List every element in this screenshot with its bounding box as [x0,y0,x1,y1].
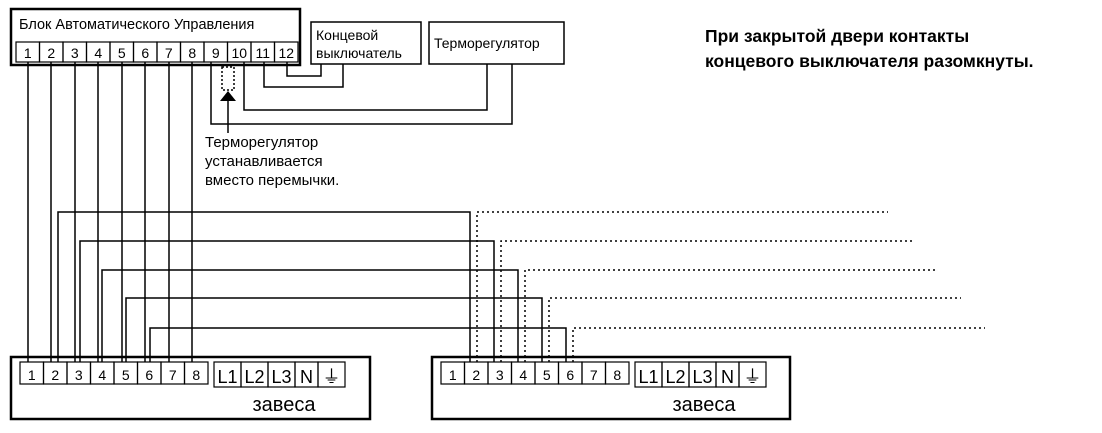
note-heading-line1: При закрытой двери контакты [705,26,970,46]
curtain-terminal-label: 8 [613,367,621,383]
curtain-terminal-label: L2 [244,367,264,387]
note-heading: При закрытой двери контакты концевого вы… [705,24,1034,74]
wire-branch-4 [125,297,543,362]
wire-branch-2 [79,240,495,362]
wire-limit-switch-inner [286,62,322,77]
curtain-terminal-label: L3 [271,367,291,387]
wire-continuation-3 [524,269,937,362]
curtain-terminal-label: L3 [692,367,712,387]
wire-continuation-5 [572,327,985,362]
curtain-frame [9,355,372,421]
curtain-terminal-label: 3 [75,367,83,383]
control-terminal-label: 11 [255,45,270,61]
wire-branch-3 [101,269,519,362]
curtain-terminal-label: 2 [51,367,59,383]
curtain-terminal-label: N [721,367,734,387]
curtain-frame [430,355,792,421]
curtain-terminal-label: ⏚ [323,367,341,387]
note-heading-line2: концевого выключателя разомкнуты. [705,51,1034,71]
wire-continuation-2 [500,240,912,362]
curtain-terminal-cell [738,361,767,388]
control-terminal-label: 7 [165,45,173,61]
thermostat-note: Терморегулятор устанавливается вместо пе… [205,133,339,190]
wire-branch-5 [149,327,567,362]
curtain-terminal-label: 3 [496,367,504,383]
control-terminal-label: 2 [47,45,55,61]
control-terminal-label: 4 [94,45,102,61]
control-terminal-label: 10 [231,45,247,61]
curtain-terminal-label: 7 [590,367,598,383]
control-block-title: Блок Автоматического Управления [19,17,254,33]
control-terminal-cell [273,41,299,63]
curtain-terminal-label: L1 [638,367,658,387]
thermostat-note-line1: Терморегулятор [205,134,319,151]
curtain-terminal-label: 4 [98,367,106,383]
curtain-terminal-label: N [300,367,313,387]
limit-switch-label-line2: выключатель [316,45,402,61]
curtain-terminal-label: ⏚ [744,367,762,387]
control-terminal-label: 6 [141,45,149,61]
curtain-label: завеса [673,394,737,416]
control-block-frame [9,7,302,67]
curtain-terminal-label: 1 [449,367,457,383]
control-terminal-label: 9 [212,45,220,61]
thermostat-box [428,21,565,65]
curtain-terminal-cell [317,361,346,388]
curtain-terminal-label: 1 [28,367,36,383]
curtain-terminal-label: 2 [472,367,480,383]
control-terminal-label: 8 [188,45,196,61]
curtain-terminal-label: 6 [145,367,153,383]
limit-switch-box [310,21,422,65]
thermostat-label: Терморегулятор [434,35,540,51]
jumper-marker [220,66,236,133]
curtain-terminal-label: 7 [169,367,177,383]
limit-switch-label-line1: Концевой [316,27,378,43]
curtain-terminal-label: 4 [519,367,527,383]
thermostat: Терморегулятор [428,21,565,65]
curtain-terminal-cell [183,361,209,385]
thermostat-note-line3: вместо перемычки. [205,172,340,189]
curtain-terminal-label: 5 [122,367,130,383]
wire-thermostat-inner [243,62,488,111]
wire-continuation-4 [548,297,961,362]
curtain-label: завеса [253,394,317,416]
curtain-terminal-label: 6 [566,367,574,383]
control-terminal-label: 5 [118,45,126,61]
control-terminal-label: 3 [71,45,79,61]
thermostat-note-line2: устанавливается [205,153,323,170]
wire-limit-switch-outer [263,62,344,88]
curtain-terminal-cell [604,361,630,385]
wires [27,62,985,362]
control-terminal-label: 12 [278,45,294,61]
wire-continuation-1 [476,211,888,362]
control-terminal-label: 1 [24,45,32,61]
curtain-terminal-label: 8 [192,367,200,383]
wire-branch-1 [57,211,471,362]
curtain-terminal-label: 5 [543,367,551,383]
limit-switch: Концевой выключатель [310,21,422,65]
jumper-dotted-link [221,66,235,91]
curtain-terminal-label: L1 [217,367,237,387]
curtain-terminal-label: L2 [665,367,685,387]
wire-thermostat-outer [210,62,513,125]
arrow-up-icon [220,91,236,101]
